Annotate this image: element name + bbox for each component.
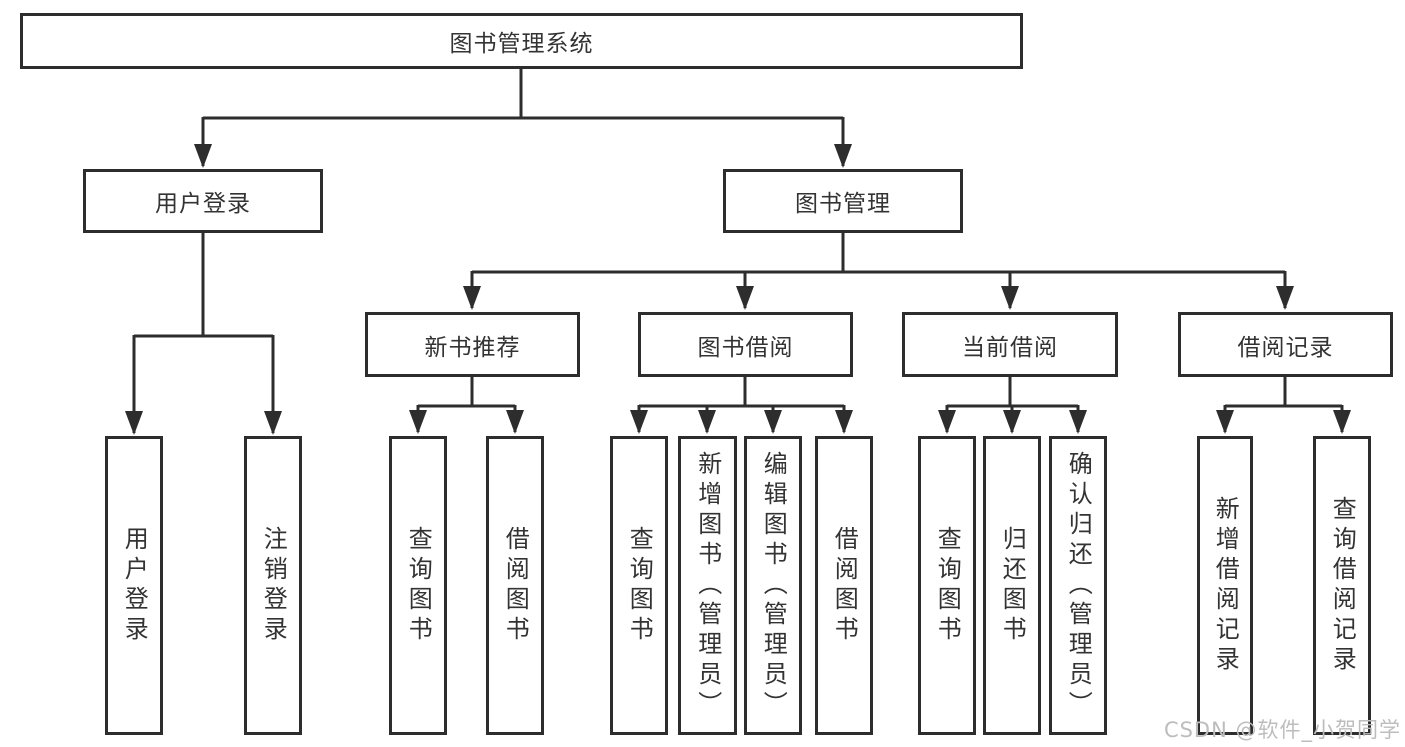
connector-current-borrowing	[938, 377, 1087, 434]
connector-new-book-recommend	[409, 377, 524, 434]
connector-borrowing-records	[1216, 377, 1351, 434]
leaf-user-login: 用户登录	[105, 436, 163, 735]
watermark: CSDN @软件_小贺同学	[1163, 718, 1401, 742]
connector-book-management	[463, 233, 1294, 310]
leaf-nbr-borrow-books: 借阅图书	[486, 436, 544, 735]
leaf-br-add-record: 新增借阅记录	[1197, 436, 1253, 735]
leaf-br-query-record: 查询借阅记录	[1313, 436, 1371, 735]
leaf-cb-return-books: 归还图书	[983, 436, 1041, 735]
node-new-book-recommend: 新书推荐	[365, 312, 580, 377]
leaf-nbr-query-books: 查询图书	[389, 436, 447, 735]
node-user-login: 用户登录	[83, 169, 323, 233]
connector-root	[194, 69, 852, 168]
leaf-cb-query-books: 查询图书	[918, 436, 976, 735]
node-book-management: 图书管理	[723, 169, 963, 233]
node-current-borrowing: 当前借阅	[902, 312, 1118, 377]
leaf-logout: 注销登录	[244, 436, 302, 735]
leaf-bb-borrow-books: 借阅图书	[815, 436, 873, 735]
leaf-bb-edit-book-admin: 编辑图书（管理员）	[744, 436, 802, 735]
connector-user-login	[125, 233, 282, 435]
leaf-cb-confirm-return-admin: 确认归还（管理员）	[1049, 436, 1107, 735]
connector-book-borrowing	[630, 377, 853, 434]
leaf-bb-query-books: 查询图书	[610, 436, 668, 735]
node-borrowing-records: 借阅记录	[1178, 312, 1393, 377]
node-root: 图书管理系统	[20, 13, 1023, 69]
node-book-borrowing: 图书借阅	[638, 312, 853, 377]
leaf-bb-add-book-admin: 新增图书（管理员）	[678, 436, 737, 735]
